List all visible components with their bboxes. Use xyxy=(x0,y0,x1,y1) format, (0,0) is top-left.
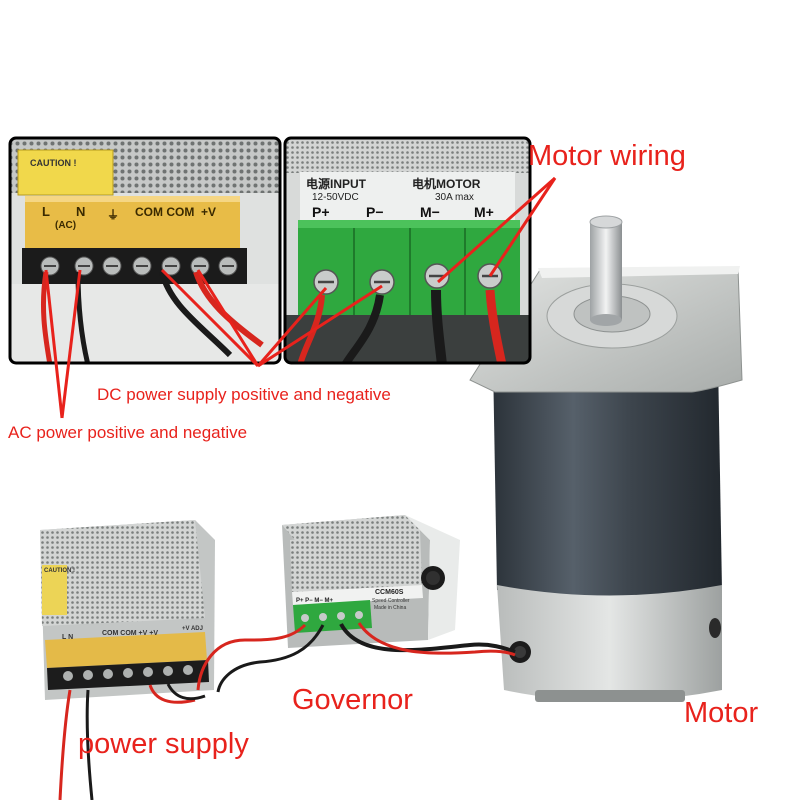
psu-ac-label: (AC) xyxy=(55,220,77,231)
dc-motor xyxy=(469,215,743,702)
governor-speed: Speed Controller xyxy=(372,598,410,604)
governor-model: CCM60S xyxy=(375,589,404,596)
terminal-m-plus: M+ xyxy=(474,204,494,220)
motor-wiring-label: Motor wiring xyxy=(528,140,686,172)
motor-label: Motor xyxy=(684,697,759,729)
governor-terminals: P+ P− M− M+ xyxy=(296,598,334,604)
ac-power-label: AC power positive and negative xyxy=(8,423,248,442)
psu-terminal-closeup xyxy=(10,138,280,363)
psu-l-label: L xyxy=(42,204,50,219)
governor-made: Made in China xyxy=(374,605,407,611)
terminal-p-minus: P− xyxy=(366,204,384,220)
caution-label: CAUTION ! xyxy=(30,158,77,168)
controller-terminal-closeup xyxy=(285,138,530,363)
terminal-p-plus: P+ xyxy=(312,204,330,220)
psu-plus-v-label: +V xyxy=(201,205,217,219)
small-psu-com: COM COM +V +V xyxy=(102,630,159,637)
dc-power-label: DC power supply positive and negative xyxy=(97,385,391,404)
controller-voltage-label: 12-50VDC xyxy=(312,192,359,203)
speed-governor xyxy=(282,515,460,648)
controller-current-label: 30A max xyxy=(435,192,474,203)
controller-motor-label: 电机MOTOR xyxy=(412,177,481,191)
terminal-m-minus: M− xyxy=(420,204,440,220)
power-supply-label: power supply xyxy=(78,728,249,760)
governor-label: Governor xyxy=(292,684,413,716)
psu-com-label: COM COM xyxy=(135,205,195,219)
small-psu-caution: CAUTION ! xyxy=(44,568,75,574)
power-supply-unit xyxy=(40,520,215,700)
small-psu-adj: +V ADJ xyxy=(182,626,203,632)
annotation-lines xyxy=(44,176,557,419)
psu-n-label: N xyxy=(76,204,86,219)
psu-ground-icon: ⏚ xyxy=(107,208,120,222)
controller-input-label: 电源INPUT xyxy=(306,177,367,191)
psu-closeup-frame xyxy=(8,136,282,365)
small-psu-ln: L N xyxy=(62,634,74,641)
connecting-wires xyxy=(58,622,516,800)
controller-closeup-frame xyxy=(283,136,532,365)
